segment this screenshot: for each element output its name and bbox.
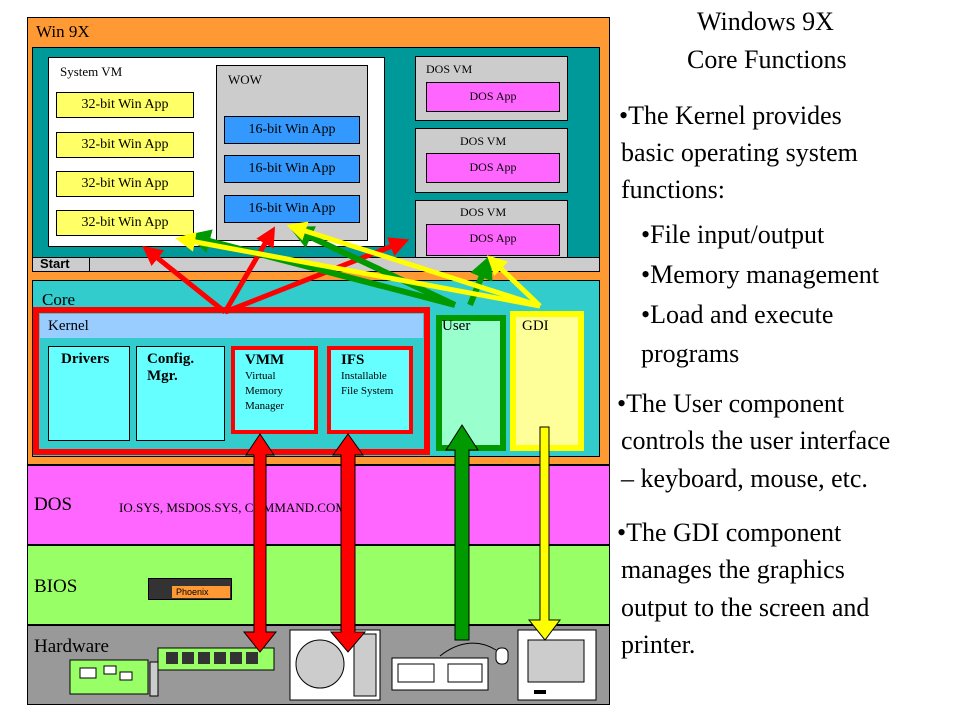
monitor-icon (517, 629, 597, 701)
core-label: Core (42, 290, 76, 309)
app-16bit-2[interactable]: 16-bit Win App (224, 155, 360, 183)
gdi-bullet-3: output to the screen and (621, 593, 870, 622)
system-vm-label: System VM (60, 64, 123, 79)
ifs-label: IFS (341, 352, 365, 368)
ifs-sub-1: Installable (341, 370, 387, 382)
user-bullet-2: controls the user interface (621, 426, 891, 455)
kernel-item-load: •Load and execute (641, 300, 834, 329)
gdi-bullet-1: •The GDI component (617, 518, 842, 547)
gdi-bullet-2: manages the graphics (621, 555, 845, 584)
user-bullet-3: – keyboard, mouse, etc. (621, 464, 868, 493)
config-label-1: Config. (147, 351, 195, 367)
app-32bit-4[interactable]: 32-bit Win App (56, 210, 194, 236)
gdi-bullet-4: printer. (621, 630, 696, 659)
ifs-box[interactable]: IFS Installable File System (327, 346, 413, 434)
start-button[interactable] (34, 258, 90, 271)
vmm-sub-2: Memory (245, 385, 283, 397)
kernel-bar (40, 314, 423, 338)
bios-label: BIOS (34, 576, 78, 597)
dos-app-1[interactable]: DOS App (426, 82, 560, 112)
app-32bit-1[interactable]: 32-bit Win App (56, 92, 194, 118)
drivers-label: Drivers (61, 351, 110, 367)
app-32bit-3[interactable]: 32-bit Win App (56, 171, 194, 197)
keyboard-icon (391, 642, 509, 691)
ifs-sub-2: File System (341, 385, 394, 397)
vmm-label: VMM (245, 352, 285, 368)
drivers-box[interactable]: Drivers (48, 346, 130, 441)
user-keyboard-arrow (445, 424, 479, 641)
user-bullet-1: •The User component (617, 389, 845, 418)
user-label: User (442, 318, 471, 334)
hardware-label: Hardware (34, 636, 109, 657)
dos-vm-2-label: DOS VM (460, 134, 507, 148)
config-mgr-box[interactable]: Config. Mgr. (136, 346, 225, 441)
vmm-box[interactable]: VMM Virtual Memory Manager (231, 346, 318, 434)
slide-title-line1: Windows 9X (697, 7, 834, 36)
vmm-sub-1: Virtual (245, 370, 276, 382)
wow-label: WOW (228, 72, 262, 87)
slide-title-line2: Core Functions (687, 45, 847, 74)
dos-vm-1-label: DOS VM (426, 62, 473, 76)
user-box[interactable] (436, 315, 506, 451)
dos-vm-3-label: DOS VM (460, 205, 507, 219)
gdi-label: GDI (522, 318, 549, 334)
start-label: Start (40, 256, 70, 271)
gdi-box[interactable] (510, 311, 584, 451)
dos-layer (27, 465, 610, 545)
memory-module-icon (157, 647, 275, 671)
gdi-arrows (175, 221, 542, 309)
app-16bit-1[interactable]: 16-bit Win App (224, 116, 360, 144)
gdi-monitor-arrow (527, 426, 561, 641)
phoenix-badge (172, 586, 230, 598)
network-card-icon (69, 659, 159, 697)
kernel-bullet-1: •The Kernel provides (619, 101, 842, 130)
phoenix-label: Phoenix (176, 587, 209, 597)
app-32bit-2[interactable]: 32-bit Win App (56, 132, 194, 158)
config-label-2: Mgr. (147, 368, 178, 384)
vmm-hardware-arrow (242, 433, 278, 653)
ifs-hardware-arrow (329, 433, 367, 653)
dos-app-2[interactable]: DOS App (426, 153, 560, 183)
hard-disk-icon (289, 629, 381, 701)
kernel-bullet-2: basic operating system (621, 138, 858, 167)
dos-files: IO.SYS, MSDOS.SYS, COMMAND.COM (119, 500, 347, 515)
bios-layer (27, 545, 610, 625)
kernel-item-file-io: •File input/output (641, 220, 825, 249)
kernel-bullet-3: functions: (621, 175, 725, 204)
kernel-label: Kernel (48, 318, 89, 334)
app-16bit-3[interactable]: 16-bit Win App (224, 195, 360, 223)
dos-label: DOS (34, 494, 73, 515)
win9x-label: Win 9X (36, 22, 90, 41)
vmm-sub-3: Manager (245, 400, 285, 412)
kernel-item-memory: •Memory management (641, 260, 879, 289)
kernel-item-load-2: programs (641, 339, 740, 368)
